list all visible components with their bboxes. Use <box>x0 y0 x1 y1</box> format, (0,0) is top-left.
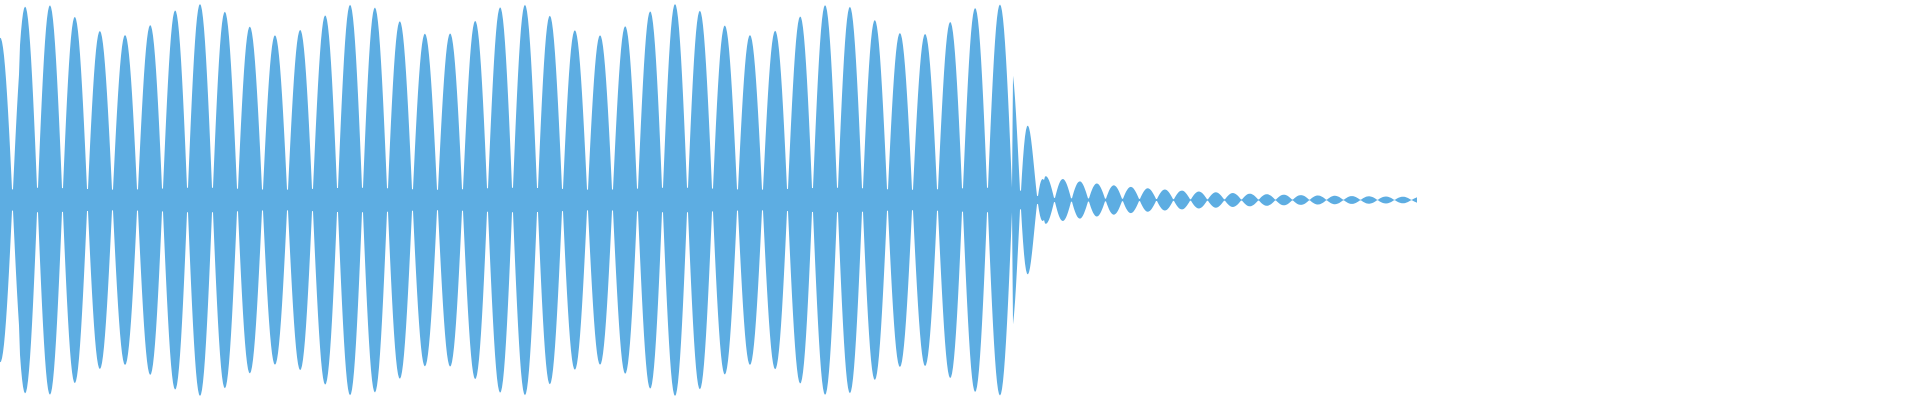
waveform-shape <box>0 4 1417 396</box>
